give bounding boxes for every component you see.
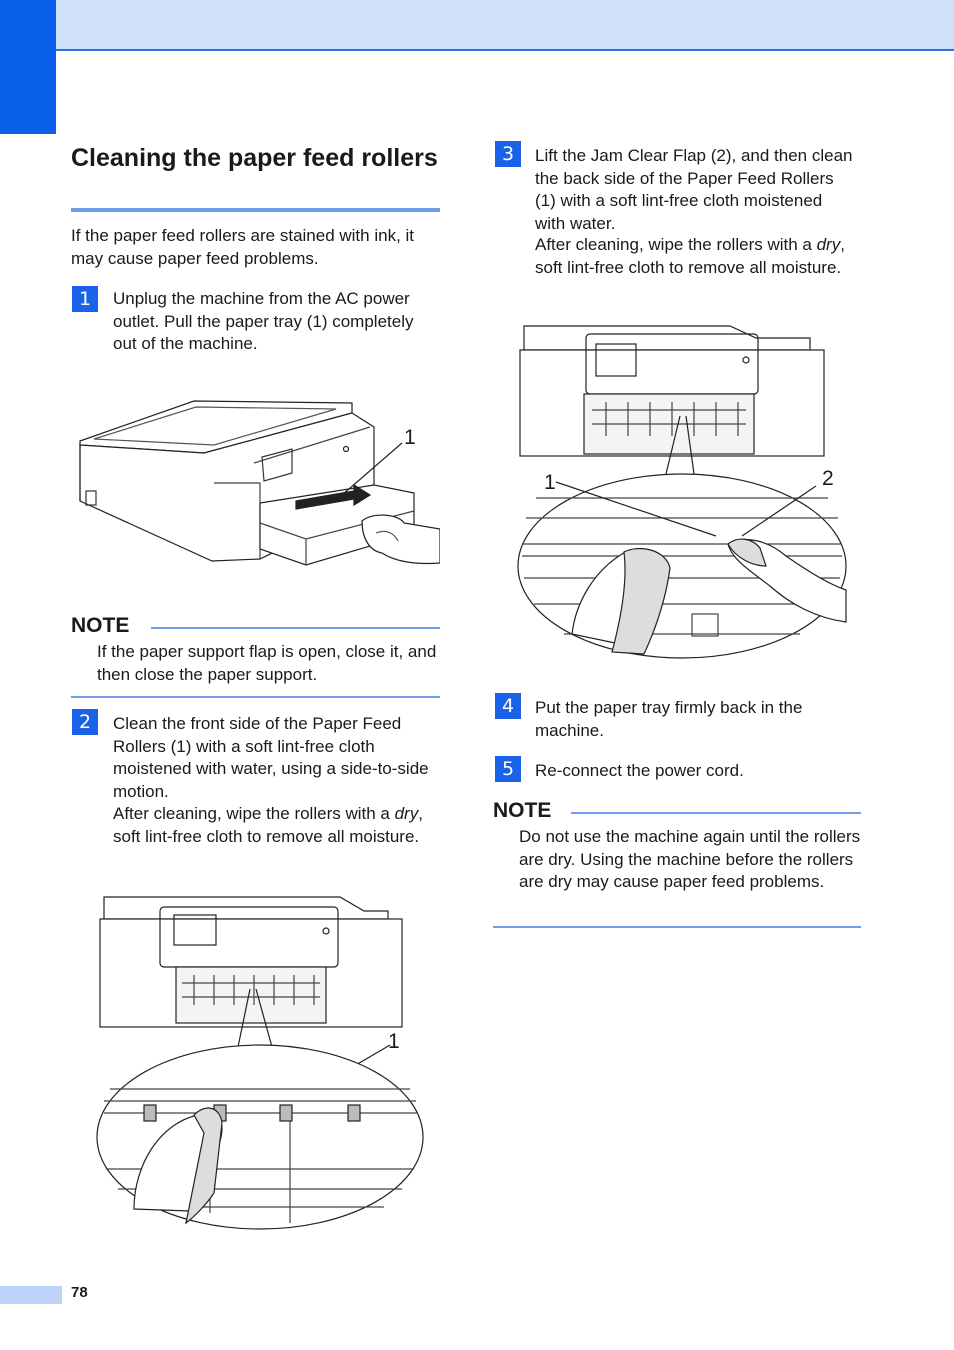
step-2-followup-b: , soft lint-free cloth to remove all moi… bbox=[113, 804, 423, 846]
note-1-heading: NOTE bbox=[71, 614, 130, 637]
page-number-tab bbox=[0, 1286, 62, 1304]
note-2-heading: NOTE bbox=[493, 799, 552, 822]
figure-2-callout: 1 bbox=[388, 1030, 400, 1053]
header-band bbox=[0, 0, 954, 51]
note-1-text: If the paper support flap is open, close… bbox=[97, 642, 437, 684]
figure-3-callout-2: 2 bbox=[822, 467, 834, 490]
note-2-text: Do not use the machine again until the r… bbox=[519, 827, 861, 891]
step-3-followup: After cleaning, wipe the rollers with a … bbox=[535, 234, 857, 279]
figure-clean-front-rollers: 1 bbox=[94, 893, 428, 1233]
figure-1-callout: 1 bbox=[404, 426, 416, 449]
note-2-top-rule bbox=[571, 812, 861, 814]
step-1-text: Unplug the machine from the AC power out… bbox=[113, 289, 414, 353]
step-3-followup-emphasis: dry bbox=[816, 235, 841, 254]
step-3-followup-a: After cleaning, wipe the rollers with a bbox=[535, 235, 817, 254]
step-2-followup-emphasis: dry bbox=[394, 804, 419, 823]
step-number-5: 5 bbox=[495, 756, 521, 782]
chapter-tab bbox=[0, 0, 56, 134]
step-2-text: Clean the front side of the Paper Feed R… bbox=[113, 714, 429, 801]
note-2-bottom-rule bbox=[493, 926, 861, 928]
step-4-text: Put the paper tray firmly back in the ma… bbox=[535, 698, 803, 740]
figure-pull-tray: 1 bbox=[74, 383, 440, 573]
step-3-text: Lift the Jam Clear Flap (2), and then cl… bbox=[535, 146, 853, 233]
intro-text: If the paper feed rollers are stained wi… bbox=[71, 226, 415, 268]
figure-3-callout-1: 1 bbox=[544, 471, 556, 494]
step-number-4: 4 bbox=[495, 693, 521, 719]
step-2-followup-a: After cleaning, wipe the rollers with a bbox=[113, 804, 395, 823]
step-2-followup: After cleaning, wipe the rollers with a … bbox=[113, 803, 443, 848]
step-number-3: 3 bbox=[495, 141, 521, 167]
note-1-top-rule bbox=[151, 627, 440, 629]
section-title: Cleaning the paper feed rollers bbox=[71, 144, 438, 172]
title-underline bbox=[71, 208, 440, 212]
figure-clean-back-rollers: 1 2 bbox=[516, 322, 850, 664]
step-number-2: 2 bbox=[72, 709, 98, 735]
step-3-followup-b: , soft lint-free cloth to remove all moi… bbox=[535, 235, 845, 277]
note-1-bottom-rule bbox=[71, 696, 440, 698]
step-5-text: Re-connect the power cord. bbox=[535, 761, 744, 780]
page-number: 78 bbox=[71, 1284, 88, 1301]
step-number-1: 1 bbox=[72, 286, 98, 312]
